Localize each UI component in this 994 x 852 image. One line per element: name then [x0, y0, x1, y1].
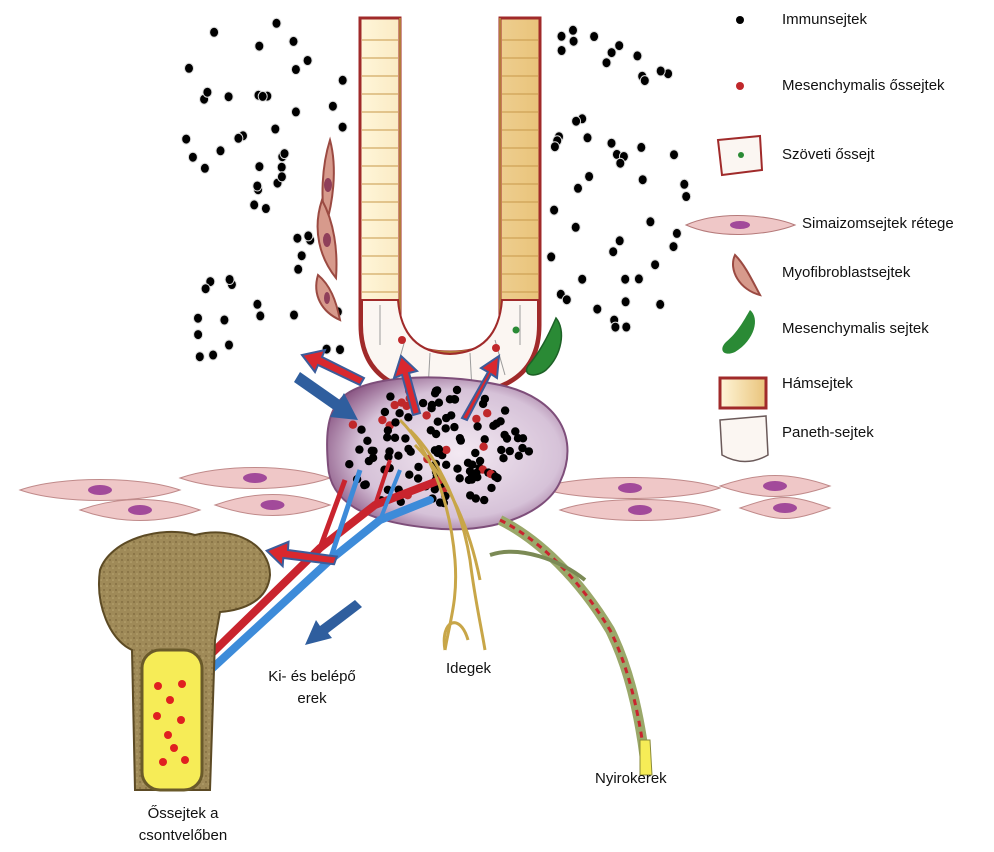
- legend-label-epithelial: Hámsejtek: [782, 375, 853, 393]
- label-vessels-line2: erek: [252, 690, 372, 708]
- myofibroblast-cells: [316, 140, 340, 320]
- label-vessels-line1: Ki- és belépő: [252, 668, 372, 686]
- label-bone-line2: csontvelőben: [128, 827, 238, 845]
- lymphatic-vessel: [490, 520, 652, 775]
- immune-cells: [182, 18, 691, 361]
- label-bone-line1: Őssejtek a: [128, 805, 238, 823]
- epithelial-cell-icon: [720, 378, 766, 408]
- black-dot-icon: [736, 16, 744, 24]
- bone-femur: [99, 532, 270, 790]
- legend-label-smooth-muscle: Simaizomsejtek rétege: [802, 215, 954, 233]
- legend-label-immune: Immunsejtek: [782, 11, 867, 29]
- legend-label-myofibroblast: Myofibroblastsejtek: [782, 264, 910, 282]
- intestinal-crypt: [360, 18, 540, 395]
- paneth-cell-icon: [720, 416, 768, 462]
- label-lymph: Nyirokerek: [595, 770, 667, 788]
- legend-label-paneth: Paneth-sejtek: [782, 424, 874, 442]
- legend-icons: [686, 16, 795, 462]
- legend-label-tissue-stem: Szöveti őssejt: [782, 146, 875, 164]
- legend-label-msc: Mesenchymalis őssejtek: [782, 77, 945, 95]
- myofibroblast-icon: [733, 255, 760, 295]
- mesenchymal-cell-icon: [722, 310, 755, 354]
- legend-label-mesenchymal: Mesenchymalis sejtek: [782, 320, 929, 338]
- label-vessels: Ki- és belépő erek: [252, 668, 372, 708]
- red-dot-icon: [736, 82, 744, 90]
- label-bone: Őssejtek a csontvelőben: [128, 805, 238, 845]
- label-nerves: Idegek: [446, 660, 491, 678]
